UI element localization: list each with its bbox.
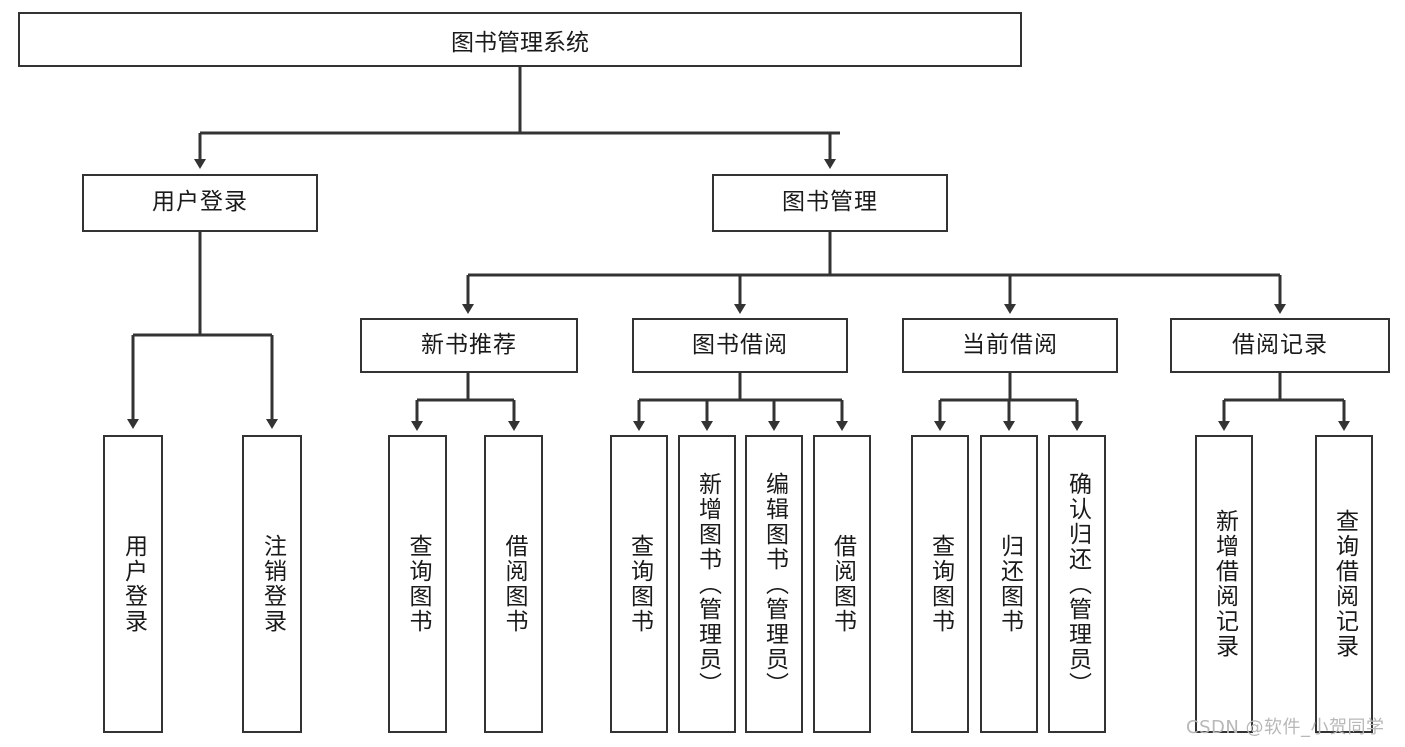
node-current-borrow[interactable]: 当前借阅 [902, 318, 1118, 373]
leaf-borrow-edit-book[interactable]: 编辑图书（管理员） [745, 435, 803, 733]
node-label: 图书借阅 [692, 331, 788, 358]
node-label: 借阅记录 [1232, 331, 1328, 358]
watermark-text: CSDN @软件_小贺同学 [1186, 717, 1385, 738]
node-label: 借阅图书 [829, 534, 856, 634]
node-label: 查询图书 [927, 534, 954, 634]
node-borrow-record[interactable]: 借阅记录 [1170, 318, 1390, 373]
node-label: 图书管理系统 [451, 29, 589, 56]
node-root-system[interactable]: 图书管理系统 [18, 12, 1022, 67]
node-label: 新书推荐 [421, 331, 517, 358]
node-label: 新增借阅记录 [1211, 509, 1238, 659]
node-label: 当前借阅 [962, 331, 1058, 358]
leaf-borrow-query-book[interactable]: 查询图书 [610, 435, 668, 733]
leaf-new-book-borrow[interactable]: 借阅图书 [484, 435, 543, 733]
node-label: 注销登录 [259, 534, 286, 634]
leaf-borrow-borrow-book[interactable]: 借阅图书 [813, 435, 871, 733]
leaf-record-add[interactable]: 新增借阅记录 [1195, 435, 1253, 733]
leaf-record-query[interactable]: 查询借阅记录 [1315, 435, 1373, 733]
leaf-new-book-query[interactable]: 查询图书 [388, 435, 447, 733]
node-label: 借阅图书 [500, 534, 527, 634]
leaf-current-query-book[interactable]: 查询图书 [911, 435, 969, 733]
node-user-login[interactable]: 用户登录 [82, 174, 318, 232]
leaf-user-login-login[interactable]: 用户登录 [103, 435, 163, 733]
node-label: 图书管理 [782, 189, 878, 216]
node-label: 查询借阅记录 [1331, 509, 1358, 659]
node-label: 查询图书 [404, 534, 431, 634]
node-book-management[interactable]: 图书管理 [712, 174, 948, 232]
node-label: 用户登录 [120, 534, 147, 634]
node-label: 编辑图书（管理员） [761, 471, 788, 697]
node-new-book-recommend[interactable]: 新书推荐 [360, 318, 578, 373]
node-label: 归还图书 [996, 534, 1023, 634]
node-book-borrow[interactable]: 图书借阅 [632, 318, 848, 373]
leaf-borrow-add-book[interactable]: 新增图书（管理员） [678, 435, 736, 733]
node-label: 确认归还（管理员） [1064, 471, 1091, 697]
node-label: 查询图书 [626, 534, 653, 634]
node-label: 新增图书（管理员） [694, 471, 721, 697]
leaf-current-return-book[interactable]: 归还图书 [980, 435, 1038, 733]
node-label: 用户登录 [152, 189, 248, 216]
leaf-user-login-logout[interactable]: 注销登录 [242, 435, 302, 733]
leaf-current-confirm-return[interactable]: 确认归还（管理员） [1048, 435, 1106, 733]
